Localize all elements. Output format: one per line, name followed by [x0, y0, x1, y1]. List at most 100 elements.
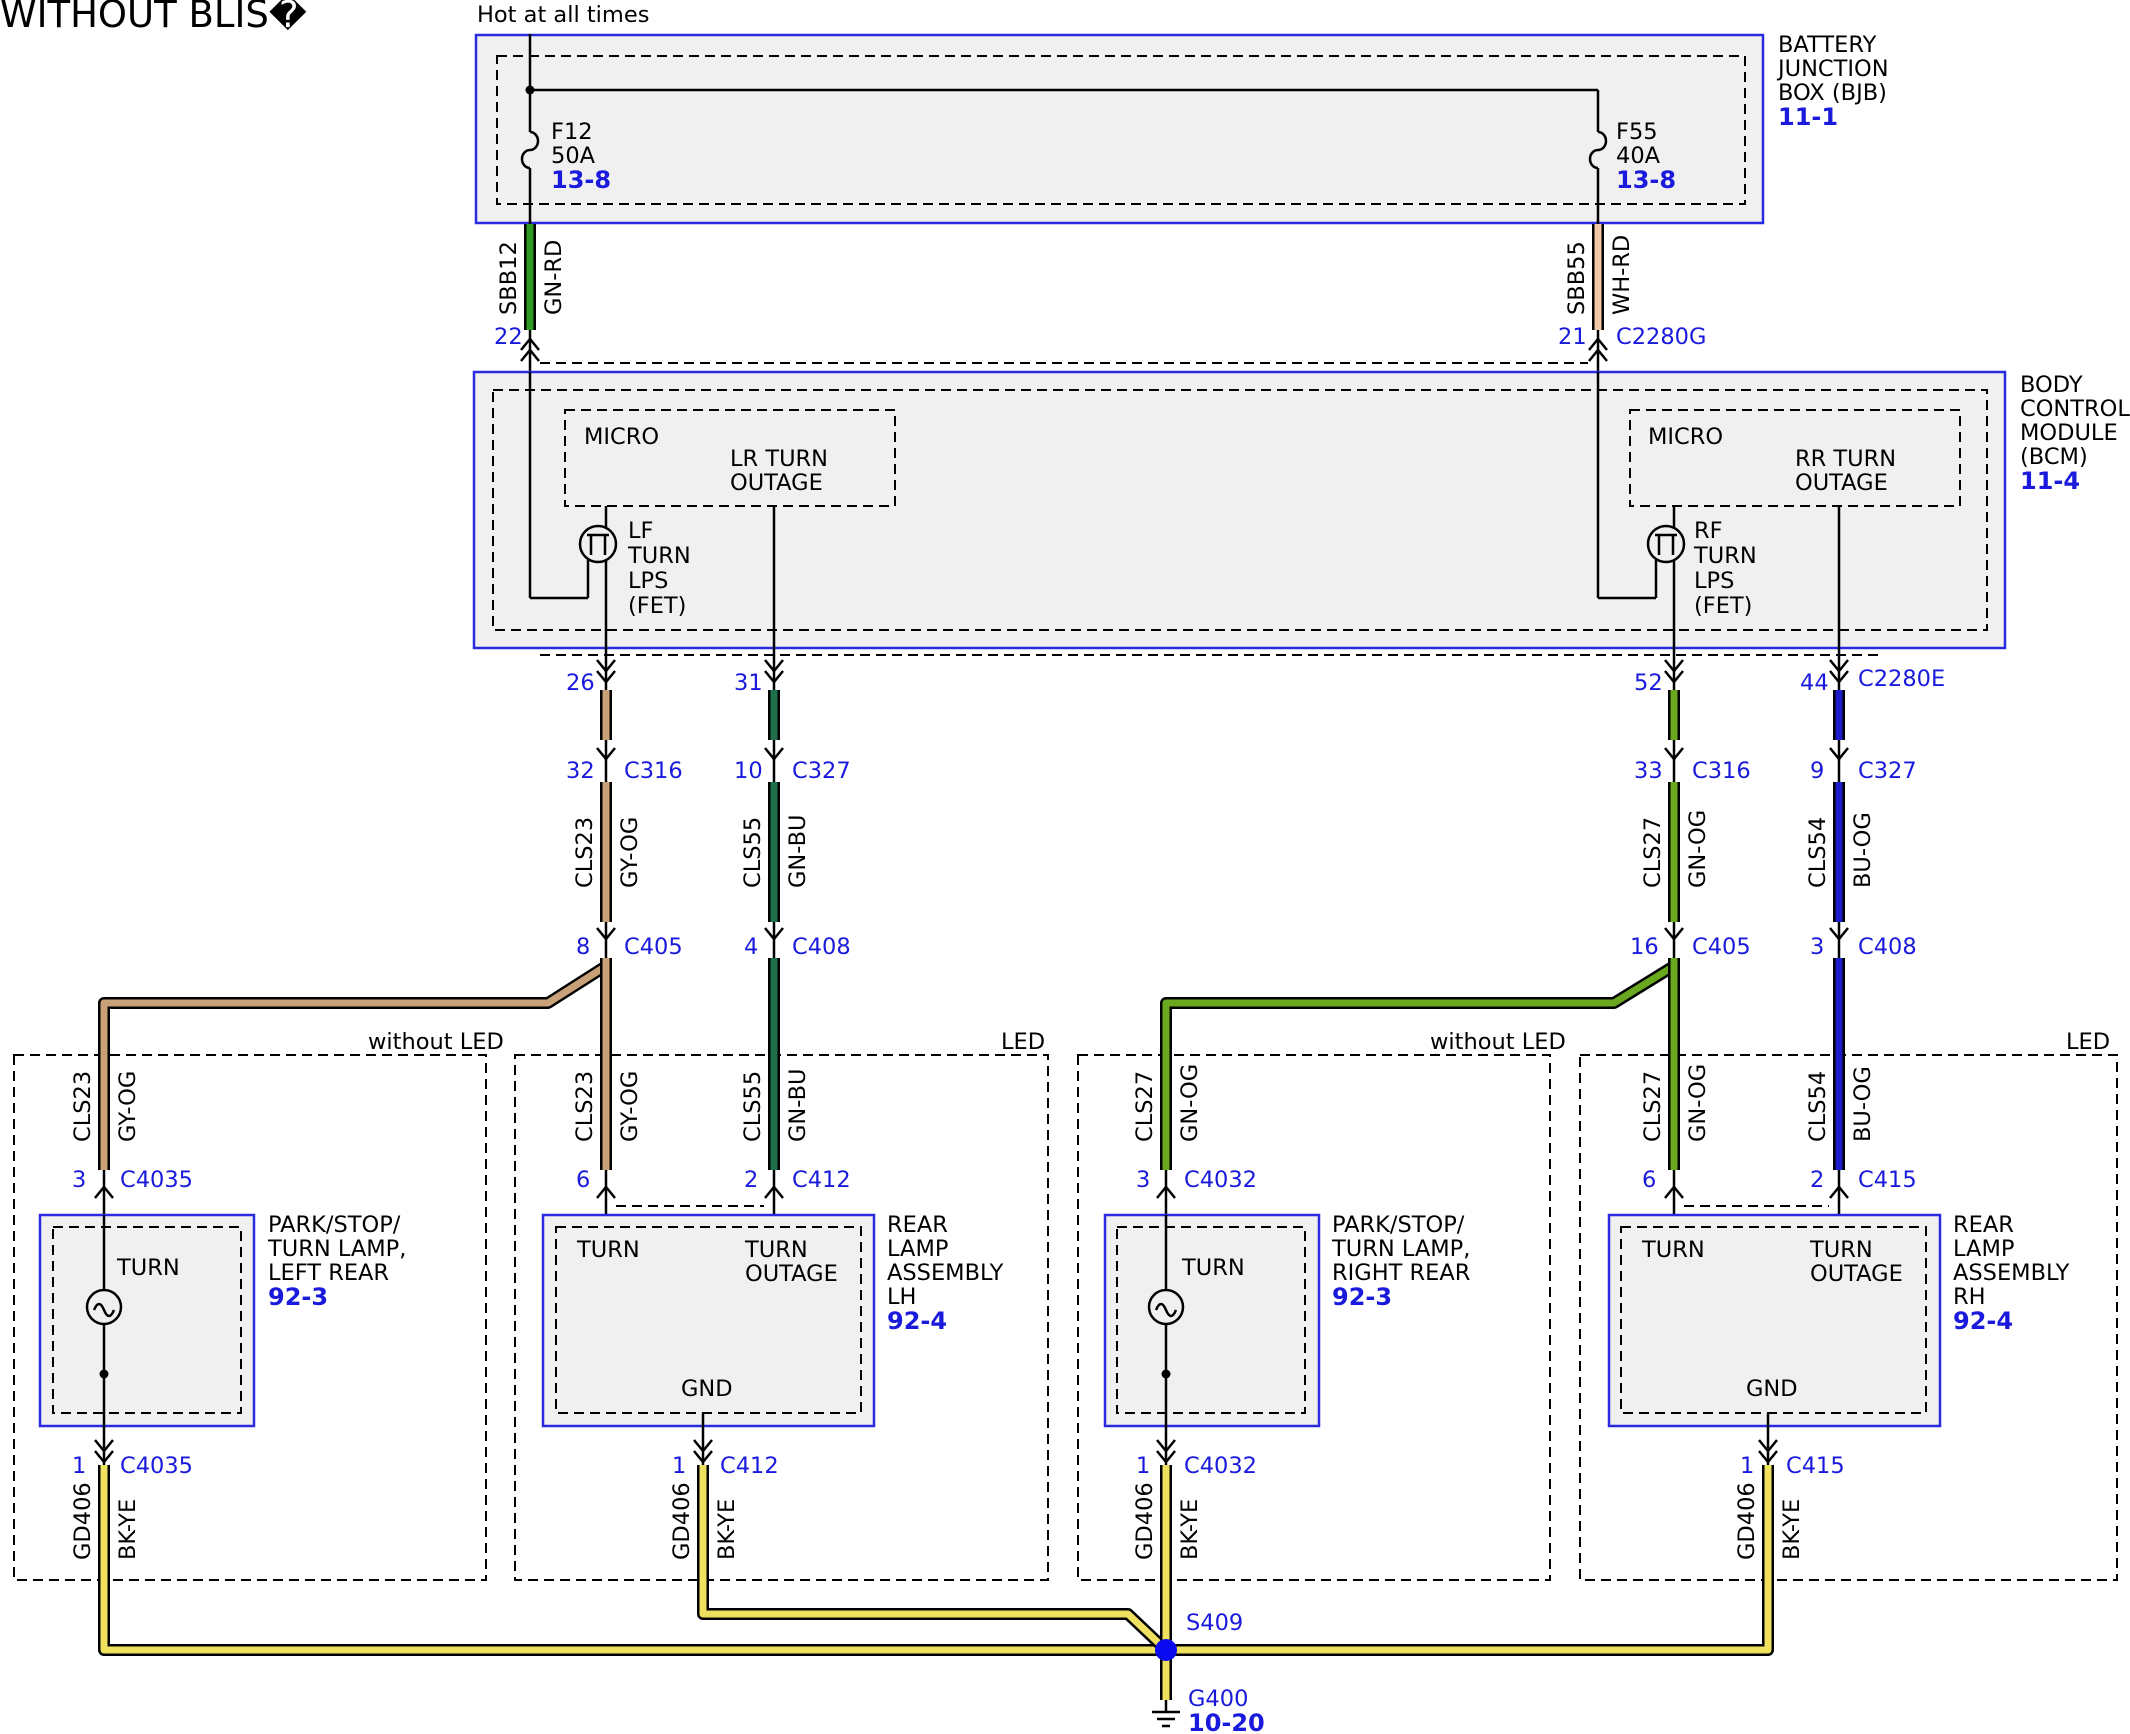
rh-led-turn: TURN [1641, 1237, 1705, 1263]
pin-26: 26 [566, 670, 595, 696]
connector-c412-top: C412 [792, 1167, 851, 1193]
option-lh-led: LED [1001, 1029, 1045, 1055]
left-fet-line-3: LPS [628, 568, 668, 594]
right-micro-func-1: RR TURN [1795, 446, 1896, 472]
rh-led-name-4: RH [1953, 1284, 1986, 1310]
right-fet-line-1: RF [1694, 518, 1723, 544]
pin-1-c415: 1 [1740, 1453, 1754, 1479]
pin-3-c408: 3 [1810, 934, 1824, 960]
pin-3-c4032: 3 [1136, 1167, 1150, 1193]
bcm-name-line-3: MODULE [2020, 420, 2118, 446]
pin-8: 8 [576, 934, 590, 960]
connector-c327-left: C327 [792, 758, 851, 784]
ground-wires [98, 1465, 1774, 1700]
bjb-bus [528, 34, 1600, 132]
ground-wire-1-circuit: GD406 [70, 1482, 96, 1560]
bcm-name-line-4: (BCM) [2020, 444, 2088, 470]
rh-led-gnd: GND [1746, 1376, 1798, 1402]
lh-led-outage-2: OUTAGE [745, 1261, 838, 1287]
bcm-ref: 11-4 [2020, 467, 2080, 495]
pin-22: 22 [494, 324, 523, 350]
lamp-wire-4-color: GN-OG [1177, 1064, 1203, 1142]
connector-c2280e [540, 650, 1880, 690]
lh-led-gnd: GND [681, 1376, 733, 1402]
left-bulb-func: TURN [116, 1255, 180, 1281]
right-bulb-ref: 92-3 [1332, 1283, 1392, 1311]
bcm-internal-wiring [528, 372, 1841, 650]
pin-52: 52 [1634, 670, 1663, 696]
lh-led-lamp [541, 1213, 876, 1428]
right-bulb-func: TURN [1181, 1255, 1245, 1281]
battery-junction-box [474, 33, 1765, 225]
bjb-name-line-2: JUNCTION [1776, 56, 1889, 82]
pin-4: 4 [744, 934, 758, 960]
left-bulb-name-2: TURN LAMP, [267, 1236, 406, 1262]
fuse-f55-id: F55 [1616, 119, 1658, 145]
lamp-wire-2-circuit: CLS23 [572, 1071, 598, 1142]
left-fet-line-1: LF [628, 518, 653, 544]
lamp-wire-5-color: GN-OG [1685, 1064, 1711, 1142]
rh-led-name-3: ASSEMBLY [1953, 1260, 2070, 1286]
pin-16: 16 [1630, 934, 1659, 960]
left-micro-func-2: OUTAGE [730, 470, 823, 496]
splice-label: S409 [1186, 1610, 1243, 1636]
pin-2-c415: 2 [1810, 1167, 1824, 1193]
lh-led-name-3: ASSEMBLY [887, 1260, 1004, 1286]
fuse-f55-ref: 13-8 [1616, 166, 1676, 194]
right-fet-line-2: TURN [1693, 543, 1757, 569]
bus-junction [525, 85, 535, 95]
lamp-wire-6-color: BU-OG [1850, 1066, 1876, 1142]
bcm-name-line-1: BODY [2020, 372, 2083, 398]
short-wires-upper [600, 690, 1845, 740]
pin-3-c4035: 3 [72, 1167, 86, 1193]
power-label: Hot at all times [477, 2, 649, 28]
lh-led-outage-1: TURN [744, 1237, 808, 1263]
option-boxes [13, 1054, 2118, 1581]
mid-wires [600, 782, 1845, 922]
right-fet-icon [1646, 524, 1686, 564]
connector-c408-left: C408 [792, 934, 851, 960]
pin-10: 10 [734, 758, 763, 784]
connector-c415-top: C415 [1858, 1167, 1917, 1193]
option-right-bulb: without LED [1430, 1029, 1566, 1055]
pin-44: 44 [1800, 670, 1829, 696]
option-left-bulb: without LED [368, 1029, 504, 1055]
rh-led-lamp [1607, 1213, 1942, 1428]
right-micro-title: MICRO [1648, 424, 1723, 450]
connector-c327-right: C327 [1858, 758, 1917, 784]
lamp-wire-6-circuit: CLS54 [1805, 1071, 1831, 1142]
ground-label: G400 [1188, 1686, 1248, 1712]
lamp-wire-4-circuit: CLS27 [1132, 1071, 1158, 1142]
lh-led-name-4: LH [887, 1284, 916, 1310]
connector-c2280g [519, 330, 1609, 372]
connector-c4035-top: C4035 [120, 1167, 193, 1193]
pin-32: 32 [566, 758, 595, 784]
lamp-feed-wires [98, 958, 1845, 1170]
mid-wire-4-circuit: CLS54 [1805, 817, 1831, 888]
right-fet-line-3: LPS [1694, 568, 1734, 594]
ground-wire-2-color: BK-YE [714, 1499, 740, 1560]
left-micro-title: MICRO [584, 424, 659, 450]
lamp-wire-5-circuit: CLS27 [1640, 1071, 1666, 1142]
bjb-name-line-3: BOX (BJB) [1778, 80, 1887, 106]
fuse-f12-rating: 50A [551, 143, 596, 169]
pin-31: 31 [734, 670, 763, 696]
left-fet-icon [578, 524, 618, 564]
fuse-f55-rating: 40A [1616, 143, 1661, 169]
lh-led-ref: 92-4 [887, 1307, 947, 1335]
body-control-module [472, 370, 2007, 650]
ground-wire-4-circuit: GD406 [1734, 1482, 1760, 1560]
left-bulb-ref: 92-3 [268, 1283, 328, 1311]
mid-wire-2-circuit: CLS55 [740, 817, 766, 888]
rh-led-name-2: LAMP [1953, 1236, 2014, 1262]
fuse-f12-id: F12 [551, 119, 593, 145]
right-bulb-name-2: TURN LAMP, [1331, 1236, 1470, 1262]
left-micro-func-1: LR TURN [730, 446, 828, 472]
wire-sbb55-color: WH-RD [1609, 235, 1635, 315]
left-bulb-name-1: PARK/STOP/ [268, 1212, 401, 1238]
lamp-wire-3-color: GN-BU [785, 1069, 811, 1143]
rh-led-outage-2: OUTAGE [1810, 1261, 1903, 1287]
pin-6-lh: 6 [576, 1167, 590, 1193]
right-micro-func-2: OUTAGE [1795, 470, 1888, 496]
left-rear-bulb-lamp [38, 1213, 256, 1428]
